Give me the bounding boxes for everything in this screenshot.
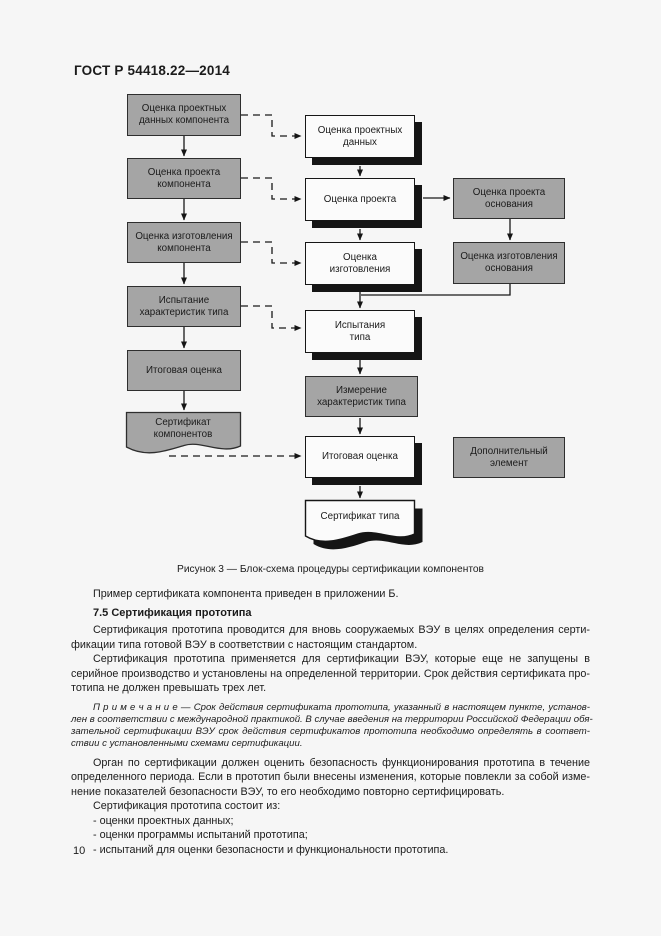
paragraph-example-certificate: Пример сертификата компонента приведен в… bbox=[93, 588, 399, 600]
flow-box-label: Оценка проекта основания bbox=[472, 186, 546, 210]
flow-box-manufacturing-evaluation: Оценка изготовления bbox=[305, 242, 415, 285]
flow-box-additional-element-legend: Дополнительный элемент bbox=[453, 437, 565, 478]
text-line: Сертификация прототипа проводится для вн… bbox=[93, 624, 590, 636]
dashed-arrows bbox=[169, 114, 302, 459]
flow-box-component-final-evaluation: Итоговая оценка bbox=[127, 350, 241, 391]
type-certificate-shape bbox=[304, 499, 416, 543]
text-line: нение показателей безопасности ВЭУ, то е… bbox=[71, 785, 505, 798]
page-number: 10 bbox=[73, 845, 86, 857]
text-line: серийное производство и установлены на о… bbox=[71, 667, 590, 680]
paragraph-prototype-certification-1: Сертификация прототипа проводится для вн… bbox=[71, 623, 590, 652]
text-line: фикации типа готовой ВЭУ в соответствии … bbox=[71, 638, 418, 651]
flow-box-label: Оценка изготовления основания bbox=[460, 251, 558, 274]
text-line: тотипа не должен превышать трех лет. bbox=[71, 682, 267, 694]
flow-box-label: Сертификат компонентов bbox=[153, 417, 213, 440]
flow-box-design-evaluation: Оценка проекта bbox=[305, 178, 415, 221]
text-line: Орган по сертификации должен оценить без… bbox=[93, 756, 590, 769]
component-certificate-shape bbox=[125, 411, 242, 454]
note-line: лен в соответствии с международной практ… bbox=[71, 713, 593, 725]
flow-box-foundation-design-evaluation: Оценка проекта основания bbox=[453, 178, 565, 219]
bullet-item: - оценки проектных данных; bbox=[93, 814, 234, 827]
flow-box-final-evaluation: Итоговая оценка bbox=[305, 436, 415, 478]
flowchart-connectors bbox=[125, 114, 513, 550]
document-header: ГОСТ Р 54418.22—2014 bbox=[74, 63, 230, 78]
flow-box-label: Оценка проектных данных компонента bbox=[138, 103, 230, 126]
text-line: Сертификация прототипа применяется для с… bbox=[93, 653, 590, 665]
flow-box-component-design-data-evaluation: Оценка проектных данных компонента bbox=[127, 94, 241, 136]
flow-box-label: Испытания типа bbox=[334, 319, 386, 343]
note-line: зательной сертификации ВЭУ срок действия… bbox=[71, 726, 590, 738]
paragraph-prototype-certification-2: Сертификация прототипа применяется для с… bbox=[71, 652, 590, 696]
flow-box-type-characteristics-measurement: Измерение характеристик типа bbox=[305, 376, 418, 417]
flow-box-label: Итоговая оценка bbox=[321, 451, 398, 463]
flow-box-component-design-evaluation: Оценка проекта компонента bbox=[127, 158, 241, 199]
flow-box-type-characteristics-testing: Испытание характеристик типа bbox=[127, 286, 241, 327]
section-heading-7-5: 7.5 Сертификация прототипа bbox=[93, 606, 252, 619]
flow-box-label: Оценка проекта bbox=[323, 193, 397, 205]
note-block: П р и м е ч а н и е — Срок действия серт… bbox=[71, 701, 593, 751]
flow-box-type-certificate: Сертификат типа bbox=[305, 500, 415, 534]
paragraph-certification-body: Орган по сертификации должен оценить без… bbox=[71, 756, 590, 800]
text-line: определенного периода. Если в прототип б… bbox=[71, 771, 590, 784]
flow-box-label: Итоговая оценка bbox=[145, 364, 222, 376]
figure-caption: Рисунок 3 — Блок-схема процедуры сертифи… bbox=[177, 564, 484, 575]
flow-box-component-manufacturing-evaluation: Оценка изготовления компонента bbox=[127, 222, 241, 263]
bullet-item: - оценки программы испытаний прототипа; bbox=[93, 829, 308, 842]
flow-box-design-data-evaluation: Оценка проектных данных bbox=[305, 115, 415, 158]
flow-box-label: Оценка изготовления bbox=[329, 251, 391, 275]
flow-box-foundation-manufacturing-evaluation: Оценка изготовления основания bbox=[453, 242, 565, 284]
flow-box-label: Оценка проекта компонента bbox=[147, 166, 221, 190]
flow-box-type-testing: Испытания типа bbox=[305, 310, 415, 353]
solid-arrows bbox=[181, 136, 513, 499]
flow-box-label: Оценка проектных данных bbox=[317, 124, 403, 148]
flow-box-label: Измерение характеристик типа bbox=[317, 384, 406, 408]
flow-box-label: Сертификат типа bbox=[320, 511, 400, 523]
flow-box-label: Испытание характеристик типа bbox=[139, 294, 229, 318]
note-line: П р и м е ч а н и е — Срок действия серт… bbox=[93, 701, 590, 713]
flow-box-component-certificate: Сертификат компонентов bbox=[126, 412, 240, 446]
body-text: Пример сертификата компонента приведен в… bbox=[71, 587, 593, 857]
paragraph-consists-of: Сертификация прототипа состоит из: bbox=[93, 800, 281, 813]
bullet-item: - испытаний для оценки безопасности и фу… bbox=[93, 843, 449, 856]
flow-box-label: Оценка изготовления компонента bbox=[135, 230, 233, 254]
flow-box-label: Дополнительный элемент bbox=[470, 445, 548, 469]
note-line: ствии с установленными схемами сертифика… bbox=[71, 738, 303, 750]
